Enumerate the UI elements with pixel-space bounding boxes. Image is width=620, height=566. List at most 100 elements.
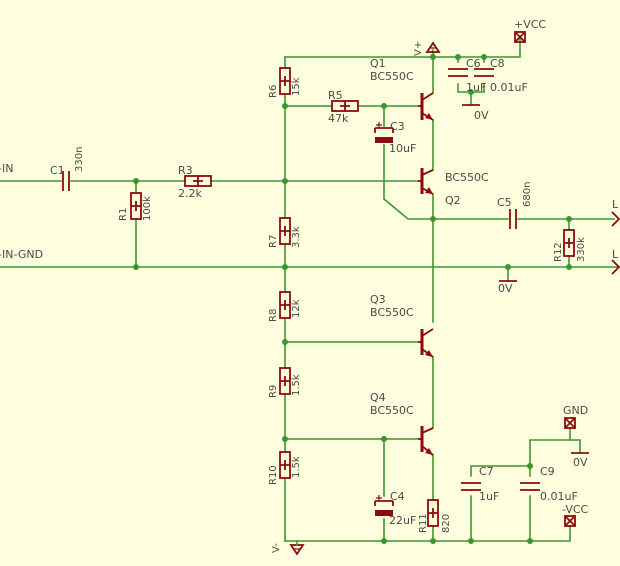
- c3-value: 10uF: [389, 142, 416, 155]
- zero-v-label-mid: 0V: [498, 282, 513, 295]
- junction: [381, 103, 387, 109]
- junction: [527, 463, 533, 469]
- capacitor-c9: C9 0.01uF: [520, 465, 578, 503]
- capacitor-c7: C7 1uF: [461, 465, 499, 503]
- c4-ref: C4: [390, 490, 405, 503]
- junction: [566, 264, 572, 270]
- junction: [527, 538, 533, 544]
- out-top-label: L: [612, 198, 619, 211]
- q1-ref: Q1: [370, 57, 386, 70]
- r11-value: 820: [441, 514, 452, 533]
- r6-ref: R6: [268, 85, 279, 98]
- junction: [481, 54, 487, 60]
- junction: [282, 103, 288, 109]
- in-gnd-label: -IN-GND: [0, 248, 43, 261]
- r10-value: 1.5k: [291, 456, 302, 478]
- r12-ref: R12: [553, 242, 564, 262]
- r5-ref: R5: [328, 89, 343, 102]
- c5-ref: C5: [497, 196, 512, 209]
- capacitor-c3: C3 10uF: [374, 120, 416, 155]
- junction: [430, 216, 436, 222]
- capacitor-c6: C6 1uF: [448, 57, 486, 94]
- transistor-q1: Q1 BC550C: [370, 57, 434, 121]
- r7-ref: R7: [268, 235, 279, 248]
- c8-ref: C8: [490, 57, 505, 70]
- resistor-r7: R7 3.3k: [268, 217, 302, 248]
- c1-ref: C1: [50, 164, 65, 177]
- q2-ref: Q2: [445, 194, 461, 207]
- terminal-gnd: GND: [563, 404, 588, 429]
- q3-value: BC550C: [370, 306, 414, 319]
- r9-value: 1.5k: [291, 374, 302, 396]
- resistor-r9: R9 1.5k: [268, 367, 302, 398]
- capacitor-c5: C5 680n: [497, 182, 533, 229]
- r7-value: 3.3k: [291, 226, 302, 248]
- c7-value: 1uF: [479, 490, 499, 503]
- capacitor-c8: C8 0.01uF: [474, 57, 528, 94]
- capacitor-c1: C1 330n: [50, 147, 85, 191]
- transistor-q2: BC550C Q2: [418, 168, 489, 207]
- junction: [133, 178, 139, 184]
- c6-value: 1uF: [466, 81, 486, 94]
- r1-ref: R1: [118, 208, 129, 221]
- c5-value: 680n: [522, 182, 533, 207]
- resistor-r6: R6 15k: [268, 67, 302, 98]
- transistor-q3: Q3 BC550C: [370, 293, 434, 358]
- junction: [381, 538, 387, 544]
- r5-value: 47k: [328, 112, 349, 125]
- c1-value: 330n: [74, 147, 85, 172]
- r12-value: 330k: [576, 237, 587, 262]
- gnd-label: GND: [563, 404, 588, 417]
- pvcc-label: +VCC: [514, 18, 546, 31]
- c6-ref: C6: [466, 57, 481, 70]
- vminus-label: V-: [271, 543, 282, 553]
- junction: [455, 54, 461, 60]
- q1-value: BC550C: [370, 70, 414, 83]
- ground-top: 0V: [462, 104, 489, 122]
- r10-ref: R10: [268, 465, 279, 485]
- q4-ref: Q4: [370, 391, 386, 404]
- r8-ref: R8: [268, 309, 279, 322]
- nvcc-label: -VCC: [562, 503, 589, 516]
- r3-ref: R3: [178, 164, 193, 177]
- terminal-pvcc: +VCC: [514, 18, 546, 43]
- c4-value: 22uF: [389, 514, 416, 527]
- c8-value: 0.01uF: [490, 81, 528, 94]
- junction: [430, 54, 436, 60]
- supply-vplus: V+: [413, 41, 441, 56]
- q4-value: BC550C: [370, 404, 414, 417]
- resistor-r8: R8 12k: [268, 291, 302, 322]
- junction: [468, 89, 474, 95]
- zero-v-label-right: 0V: [573, 456, 588, 469]
- c9-value: 0.01uF: [540, 490, 578, 503]
- junctions: [133, 54, 572, 544]
- supply-vminus: V-: [271, 540, 305, 556]
- q2-value: BC550C: [445, 171, 489, 184]
- c3-ref: C3: [390, 120, 405, 133]
- out-bot-label: L: [612, 248, 619, 261]
- junction: [505, 264, 511, 270]
- junction: [381, 436, 387, 442]
- terminal-nvcc: -VCC: [562, 503, 589, 527]
- r11-ref: R11: [418, 513, 429, 533]
- ground-right: 0V: [571, 452, 589, 469]
- zero-v-label-top: 0V: [474, 109, 489, 122]
- resistor-r10: R10 1.5k: [268, 451, 302, 485]
- junction: [282, 178, 288, 184]
- resistor-r3: R3 2.2k: [178, 164, 212, 200]
- r8-value: 12k: [291, 299, 302, 318]
- r9-ref: R9: [268, 385, 279, 398]
- junction: [282, 339, 288, 345]
- r1-value: 100k: [142, 196, 153, 221]
- c9-ref: C9: [540, 465, 555, 478]
- resistor-r12: R12 330k: [553, 229, 587, 262]
- resistor-r5: R5 47k: [328, 89, 359, 125]
- in-label: -IN: [0, 162, 13, 175]
- junction: [133, 264, 139, 270]
- wires: [0, 36, 620, 542]
- q3-ref: Q3: [370, 293, 386, 306]
- resistor-r11: R11 820: [418, 499, 452, 533]
- capacitor-c4: C4 22uF: [374, 490, 416, 527]
- ground-mid: 0V: [498, 280, 517, 295]
